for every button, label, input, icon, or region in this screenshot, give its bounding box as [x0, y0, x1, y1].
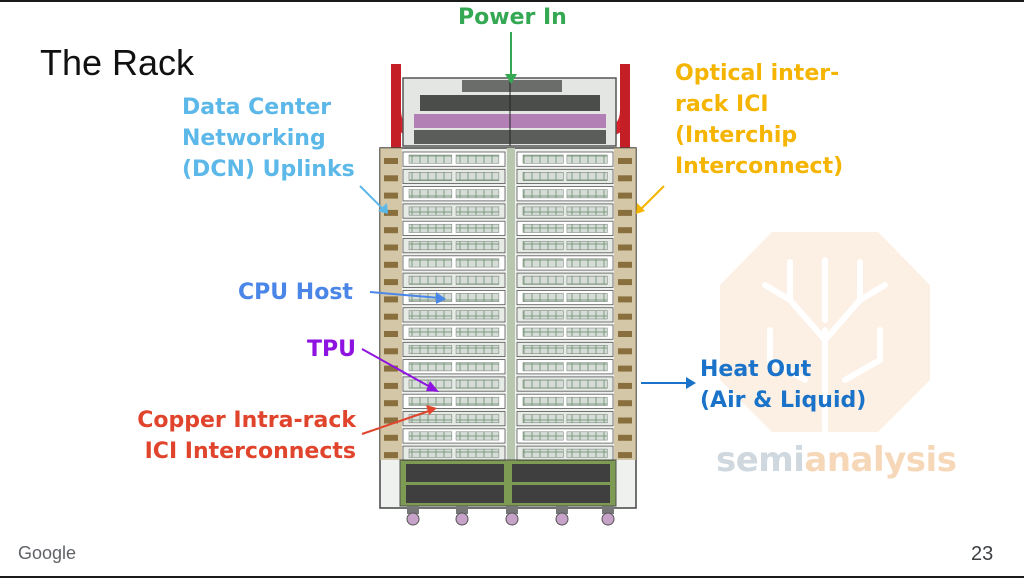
bottom-border — [0, 576, 1024, 578]
google-logo: Google — [18, 543, 77, 563]
rail-connector — [384, 175, 398, 182]
compute-tray — [516, 428, 614, 444]
compute-tray — [516, 307, 614, 323]
rail-connector — [384, 452, 398, 459]
rail-connector — [618, 175, 632, 182]
caster-wheel-icon — [601, 506, 615, 526]
compute-tray — [402, 376, 506, 392]
rail-connector — [618, 365, 632, 372]
compute-tray — [516, 359, 614, 375]
rail-connector — [618, 417, 632, 424]
compute-tray — [516, 151, 614, 167]
slide-title: The Rack — [40, 42, 195, 83]
copper-ici-label: Copper Intra-rack ICI Interconnects — [137, 408, 356, 464]
compute-tray — [402, 393, 506, 409]
rail-connector — [618, 348, 632, 355]
rail-connector — [384, 313, 398, 320]
compute-tray — [516, 341, 614, 357]
rail-connector — [384, 382, 398, 389]
compute-tray — [402, 238, 506, 254]
compute-tray — [516, 324, 614, 340]
compute-tray — [516, 289, 614, 306]
compute-tray — [402, 272, 506, 288]
heat-out-label: Heat Out (Air & Liquid) — [700, 357, 867, 413]
tpu-label: TPU — [307, 337, 356, 362]
top-border — [0, 0, 1024, 2]
compute-tray — [402, 220, 506, 236]
rail-connectors — [384, 158, 632, 459]
caster-wheel-icon — [455, 506, 469, 526]
compute-tray — [516, 168, 614, 185]
compute-tray — [516, 203, 614, 219]
compute-tray — [402, 151, 506, 167]
rail-connector — [384, 244, 398, 251]
watermark-part2: analysis — [804, 440, 957, 480]
compute-tray — [516, 220, 614, 236]
rail-connector — [618, 244, 632, 251]
rail-connector — [384, 279, 398, 286]
compute-tray — [402, 359, 506, 375]
watermark-logo-icon — [720, 232, 930, 433]
rail-connector — [384, 261, 398, 268]
compute-tray — [516, 238, 614, 254]
compute-tray — [516, 272, 614, 288]
page-number: 23 — [971, 543, 994, 565]
rail-connector — [618, 158, 632, 164]
rail-connector — [618, 261, 632, 268]
rail-connector — [618, 279, 632, 286]
rail-connector — [384, 417, 398, 424]
compute-tray — [402, 289, 506, 306]
rack-frame — [379, 77, 637, 526]
rail-connector — [384, 348, 398, 355]
rail-connector — [384, 296, 398, 303]
caster-wheel-icon — [505, 506, 519, 526]
compute-tray — [402, 341, 506, 357]
optical-ici-label: Optical inter- rack ICI (Interchip Inter… — [675, 61, 844, 179]
rail-connector — [384, 434, 398, 441]
rail-connector — [618, 227, 632, 234]
rail-connector — [618, 296, 632, 303]
rail-connector — [618, 192, 632, 199]
compute-tray — [516, 255, 614, 271]
rail-connector — [384, 331, 398, 337]
compute-tray — [516, 445, 614, 461]
rail-connector — [384, 227, 398, 234]
compute-tray — [516, 411, 614, 427]
compute-tray — [516, 393, 614, 409]
rail-connector — [618, 209, 632, 216]
rail-connector — [384, 365, 398, 372]
dcn-uplinks-label: Data Center Networking (DCN) Uplinks — [182, 95, 355, 182]
compute-tray — [516, 186, 614, 202]
compute-tray — [402, 307, 506, 323]
watermark-text: semianalysis — [716, 440, 957, 480]
rail-connector — [384, 192, 398, 199]
power-in-label: Power In — [458, 5, 567, 30]
caster-wheel-icon — [555, 506, 569, 526]
watermark-part1: semi — [716, 440, 805, 480]
compute-tray — [402, 428, 506, 444]
rail-connector — [618, 313, 632, 320]
rail-connector — [384, 400, 398, 407]
rail-connector — [384, 209, 398, 216]
rack-casters — [406, 506, 615, 526]
rail-connector — [384, 158, 398, 164]
compute-tray — [402, 445, 506, 461]
rail-connector — [618, 452, 632, 459]
compute-tray — [402, 186, 506, 202]
rail-connector — [618, 382, 632, 389]
rail-connector — [618, 434, 632, 441]
compute-tray — [402, 255, 506, 271]
cpu-host-label: CPU Host — [238, 280, 353, 305]
compute-tray — [402, 168, 506, 185]
rail-connector — [618, 400, 632, 407]
compute-tray — [516, 376, 614, 392]
compute-tray — [402, 411, 506, 427]
compute-tray — [402, 203, 506, 219]
compute-tray — [402, 324, 506, 340]
caster-wheel-icon — [406, 506, 420, 526]
rail-connector — [618, 331, 632, 337]
